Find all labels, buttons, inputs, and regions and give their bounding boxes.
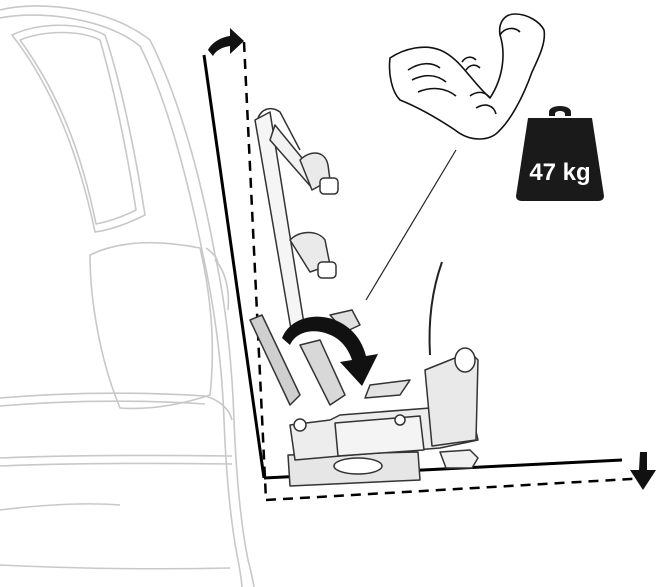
arrow-right-icon — [208, 28, 244, 56]
vehicle-rear-outline — [0, 6, 254, 587]
weight-icon: 47 kg — [516, 106, 604, 201]
bike-carrier — [250, 109, 478, 486]
arrow-down-icon — [630, 452, 656, 490]
flexed-arm-icon — [389, 14, 544, 139]
pointer-line — [366, 150, 456, 300]
weight-label: 47 kg — [529, 159, 590, 186]
